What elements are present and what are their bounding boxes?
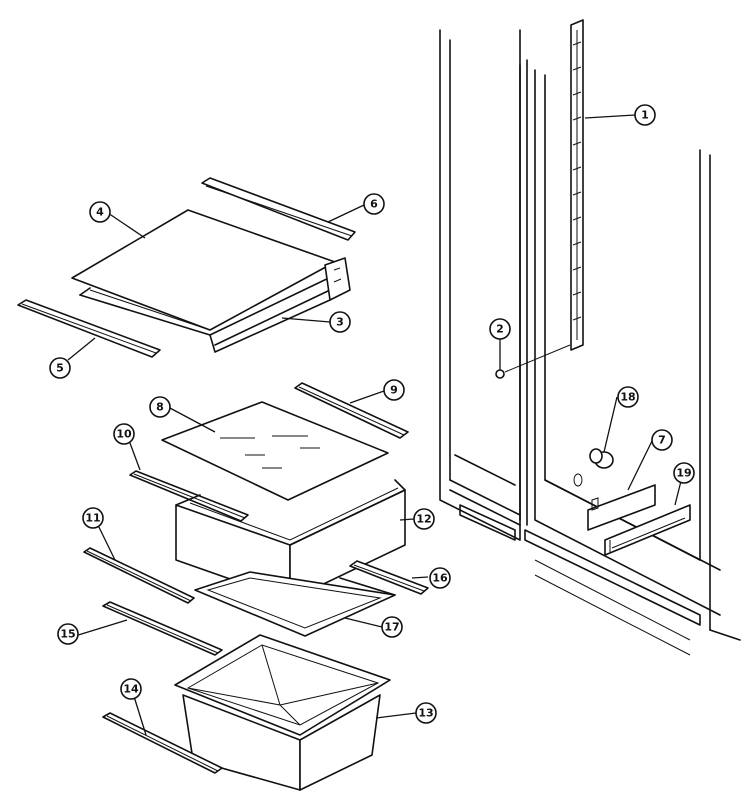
callout-17: 17 — [381, 616, 403, 638]
svg-text:15: 15 — [60, 628, 75, 641]
svg-text:11: 11 — [85, 512, 100, 525]
part-11-slide — [83, 547, 195, 604]
cabinet-interior — [439, 29, 741, 656]
svg-text:18: 18 — [620, 391, 635, 404]
svg-text:1: 1 — [641, 109, 649, 122]
callout-18: 18 — [617, 386, 639, 408]
callout-13: 13 — [415, 702, 437, 724]
svg-text:16: 16 — [432, 572, 448, 585]
svg-text:17: 17 — [384, 621, 399, 634]
part-4-glass-shelf — [71, 209, 336, 331]
svg-text:8: 8 — [156, 401, 164, 414]
svg-text:2: 2 — [496, 323, 504, 336]
callout-9: 9 — [383, 379, 405, 401]
callout-7: 7 — [651, 429, 673, 451]
svg-text:3: 3 — [336, 316, 344, 329]
part-6-rear-trim — [201, 177, 356, 241]
part-3-shelf-frame — [79, 257, 351, 353]
part-17-crisper-cover-frame — [194, 571, 396, 637]
part-7-control — [587, 484, 656, 531]
callout-10: 10 — [113, 423, 135, 445]
part-19-cover — [604, 504, 691, 556]
svg-text:9: 9 — [390, 384, 398, 397]
part-2-screw — [495, 344, 571, 379]
callout-2: 2 — [489, 318, 511, 340]
svg-text:6: 6 — [370, 198, 378, 211]
callout-leaders — [67, 114, 684, 736]
callout-14: 14 — [120, 678, 142, 700]
part-16-slide — [349, 560, 429, 595]
callout-4: 4 — [89, 201, 111, 223]
callout-6: 6 — [363, 193, 385, 215]
part-14-slide — [102, 712, 223, 774]
part-8-glass-cover — [161, 401, 389, 501]
part-15-slide — [102, 601, 223, 656]
callout-16: 16 — [429, 567, 451, 589]
svg-text:7: 7 — [658, 434, 666, 447]
svg-text:4: 4 — [96, 206, 104, 219]
part-10-front-trim — [129, 470, 249, 522]
svg-text:5: 5 — [56, 362, 64, 375]
svg-text:13: 13 — [418, 707, 433, 720]
part-13-crisper-drawer — [174, 634, 391, 791]
part-9-rear-trim — [294, 382, 409, 439]
svg-text:19: 19 — [676, 467, 691, 480]
callout-3: 3 — [329, 311, 351, 333]
svg-text:14: 14 — [123, 683, 139, 696]
part-1-shelf-ladder — [570, 19, 584, 351]
callout-19: 19 — [673, 462, 695, 484]
callout-15: 15 — [57, 623, 79, 645]
part-5-front-trim — [17, 299, 161, 358]
callout-5: 5 — [49, 357, 71, 379]
callout-1: 1 — [634, 104, 656, 126]
callout-12: 12 — [413, 508, 435, 530]
callout-8: 8 — [149, 396, 171, 418]
part-18-light-socket — [573, 448, 614, 487]
svg-text:10: 10 — [116, 428, 132, 441]
svg-text:12: 12 — [416, 513, 431, 526]
callout-11: 11 — [82, 507, 104, 529]
